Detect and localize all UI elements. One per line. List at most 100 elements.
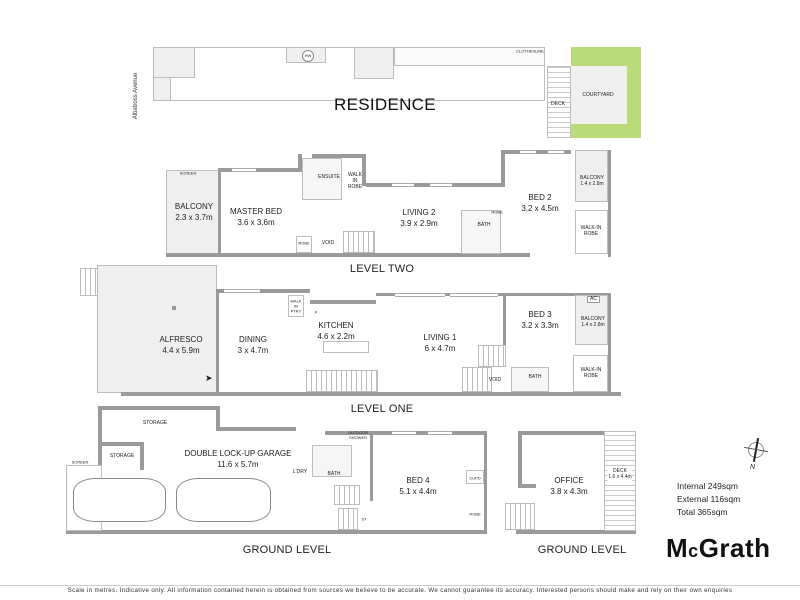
l2-bed2-top: [501, 150, 571, 154]
room-ensuite: ENSUITE: [318, 174, 340, 180]
office-deck: [604, 431, 636, 531]
robe-l2: [296, 236, 312, 253]
l1-kitchen-top: [310, 300, 376, 304]
clothesline-label: CLOTHESLINE: [516, 48, 544, 54]
ground-level-title-office: GROUND LEVEL: [537, 544, 627, 556]
residence-stair: [153, 47, 195, 78]
st-label: ST: [361, 516, 367, 522]
alfresco-stairs: [80, 268, 98, 296]
g-left-wall-a: [98, 406, 102, 468]
l1-pantry-top: [286, 289, 310, 293]
room-laundry: L'DRY: [292, 469, 308, 475]
room-bath-l1: BATH: [528, 374, 542, 380]
office-step-wall: [518, 484, 536, 488]
car-right: [176, 478, 271, 522]
courtyard: [571, 66, 627, 124]
stairs-ground-b: [338, 508, 358, 530]
kitchen-bench: [323, 341, 369, 353]
room-bath-l2: BATH: [477, 222, 491, 228]
cupd-box: [466, 470, 484, 484]
residence-title: RESIDENCE: [334, 95, 436, 114]
level-two-title: LEVEL TWO: [349, 263, 415, 275]
walkin-robe-l1: [573, 355, 608, 392]
g-top-wall-a: [98, 406, 218, 410]
car-left: [73, 478, 166, 522]
l2-robe-right: [362, 154, 366, 186]
l1-right-wall: [608, 293, 611, 396]
l1-bed3-left: [503, 293, 506, 357]
deck-area: [547, 66, 571, 138]
bath-l2: [461, 210, 501, 254]
g-bottom-wall: [66, 530, 487, 534]
room-storage-box: STORAGE: [109, 453, 135, 459]
bath-ground: [312, 445, 352, 477]
stairs-l1-b: [478, 345, 506, 367]
balcony-l2: [166, 170, 219, 254]
compass-north-label: N: [750, 464, 756, 471]
l2-top-wall-a: [218, 168, 298, 172]
external-area: External 116sqm: [677, 494, 741, 504]
screen-label: SCREEN: [179, 170, 197, 176]
cupd-label: CUPD: [469, 475, 481, 481]
l2-right-wall: [608, 150, 611, 257]
balcony-l1-right: [575, 295, 608, 345]
g-storage-step: [216, 406, 220, 430]
total-area: Total 365sqm: [677, 507, 728, 517]
room-walk-in-robe-l2: WALK IN ROBE: [347, 172, 363, 190]
ground-level-title-main: GROUND LEVEL: [242, 544, 332, 556]
room-storage-top: STORAGE: [142, 420, 168, 426]
g-storage-box-top: [102, 442, 142, 446]
robe-label-l2: ROBE: [298, 240, 310, 246]
compass: N: [744, 438, 770, 471]
ac-label: AC: [587, 296, 600, 303]
l2-ensuite-top: [312, 154, 362, 158]
l2-bed2-left: [501, 150, 505, 187]
balcony-l2-right: [575, 150, 608, 202]
clothesline-strip: [394, 47, 545, 66]
disclaimer: Scale in metres. Indicative only. All in…: [67, 587, 733, 594]
l2-left-wall: [218, 168, 221, 256]
office-bottom-wall: [516, 530, 636, 534]
courtyard-label: COURTYARD: [582, 92, 614, 98]
walk-in-pantry-label: WALK IN PTRY: [290, 298, 302, 314]
deck-label: DECK: [551, 101, 565, 107]
office-top-wall: [518, 431, 604, 435]
footer-divider: [0, 585, 800, 586]
room-walk-in-robe-bed2: WALK-IN ROBE: [580, 225, 602, 237]
room-walk-in-robe-l1: WALK-IN ROBE: [580, 367, 602, 379]
hw-icon: HW: [302, 50, 314, 62]
stairs-l2: [343, 231, 375, 253]
l1-dining-left: [216, 289, 219, 395]
bath-l1: [511, 367, 549, 392]
alfresco: [97, 265, 217, 393]
outdoor-shower-label: OUTDOOR SHOWER: [347, 430, 369, 440]
screen-label-ground: SCREEN: [71, 459, 89, 465]
g-bed4-left: [370, 431, 373, 501]
alfresco-post: [172, 306, 176, 310]
g-top-wall-b: [216, 427, 296, 431]
void-label-l1: VOID: [488, 377, 502, 383]
robe-label-ground: ROBE: [469, 511, 481, 517]
stairs-l1-a: [306, 370, 378, 392]
room-bath-ground: BATH: [327, 471, 341, 477]
l2-bottom-wall: [166, 253, 530, 257]
internal-area: Internal 249sqm: [677, 481, 738, 491]
g-right-wall: [484, 431, 487, 534]
stairs-ground: [334, 485, 360, 505]
street-label: Albatross Avenue: [133, 72, 139, 120]
stairs-l1-c: [462, 367, 492, 392]
g-storage-box-right: [140, 442, 144, 470]
fridge-label: F: [314, 309, 318, 315]
